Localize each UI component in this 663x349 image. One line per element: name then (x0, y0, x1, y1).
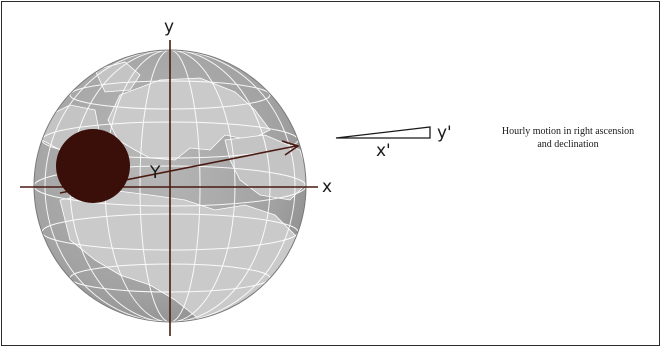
land-europe (107, 77, 271, 161)
point-y-label: Y (149, 163, 161, 183)
meridian-line (44, 50, 296, 322)
caption-line-2: and declination (537, 139, 599, 150)
land-middle-east (224, 134, 306, 201)
motion-triangle: y' x' (335, 123, 452, 161)
meridian-line (139, 50, 201, 322)
sun-disk (56, 129, 130, 203)
caption-line-1: Hourly motion in right ascension (501, 126, 635, 137)
diagram-caption: Hourly motion in right ascension and dec… (473, 125, 663, 151)
globe (33, 49, 307, 323)
triangle-y-label: y' (437, 123, 452, 143)
triangle-x-label: x' (376, 141, 391, 161)
motion-arrow-head (281, 140, 300, 156)
x-axis-label: x (322, 177, 332, 197)
y-axis-label: y (164, 17, 174, 37)
triangle-shape (335, 126, 431, 139)
